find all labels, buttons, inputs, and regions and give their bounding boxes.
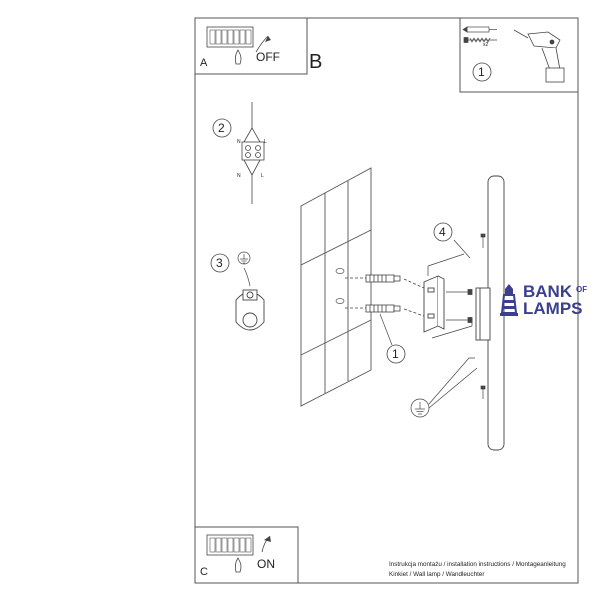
sheet-border [194, 17, 579, 584]
step-1-tools-number: 1 [478, 65, 485, 79]
panel-a-switch-state: OFF [256, 50, 280, 64]
terminal-block-icon [241, 102, 265, 204]
bracket-guide-lines [427, 239, 473, 339]
fuse-box-on-icon [206, 534, 271, 573]
lighthouse-icon [500, 284, 518, 316]
brand-of: OF [576, 285, 588, 294]
mounting-bracket [423, 275, 445, 333]
brand-line-2: LAMPS [523, 299, 583, 318]
panel-a-letter: A [200, 57, 208, 69]
wiring-label-l-top: L [264, 139, 267, 145]
step-4-circle [433, 222, 453, 242]
brand-line-1: BANK [523, 282, 573, 301]
footer-product: Kinkiet / Wall lamp / Wandleuchter [389, 571, 485, 578]
screw-icon [463, 37, 497, 43]
panel-c-switch-state: ON [257, 557, 275, 571]
fuse-box-off-icon [206, 26, 271, 65]
step-3-number: 3 [216, 256, 223, 270]
ground-terminal-icon [235, 289, 265, 331]
wall-holes [335, 268, 345, 304]
step-1-anchors-circle [386, 344, 406, 364]
panel-c-letter: C [200, 566, 208, 578]
step-2-number: 2 [218, 121, 225, 135]
tools-box [459, 17, 579, 93]
panel-b-letter: B [309, 51, 323, 73]
anchor-pointer-line [379, 313, 393, 346]
step-1-tools-circle [472, 62, 492, 82]
step-1-anchors-number: 1 [392, 347, 399, 361]
footer-instructions: Instrukcja montażu / installation instru… [389, 561, 566, 568]
wall-tiles [300, 167, 372, 407]
screw-count: x2 [483, 42, 489, 48]
wall-anchor-bottom [345, 304, 401, 313]
step-3-circle [210, 253, 230, 273]
step-2-circle [212, 118, 232, 138]
bank-of-lamps-logo: BANK OF LAMPS [498, 281, 600, 319]
ground-connection-icon [410, 357, 478, 418]
wiring-label-n-top: N [237, 139, 241, 145]
step-4-number: 4 [439, 225, 446, 239]
wiring-label-n-bottom: N [237, 173, 241, 179]
ground-symbol-icon [237, 251, 251, 287]
wiring-label-l-bottom: L [261, 173, 264, 179]
panel-a-box [194, 17, 308, 75]
wall-anchor-top [345, 274, 401, 283]
wall-plug-icon [462, 26, 497, 33]
bracket-screws [403, 278, 473, 323]
drill-icon [513, 29, 565, 83]
tube-screws [480, 233, 486, 399]
